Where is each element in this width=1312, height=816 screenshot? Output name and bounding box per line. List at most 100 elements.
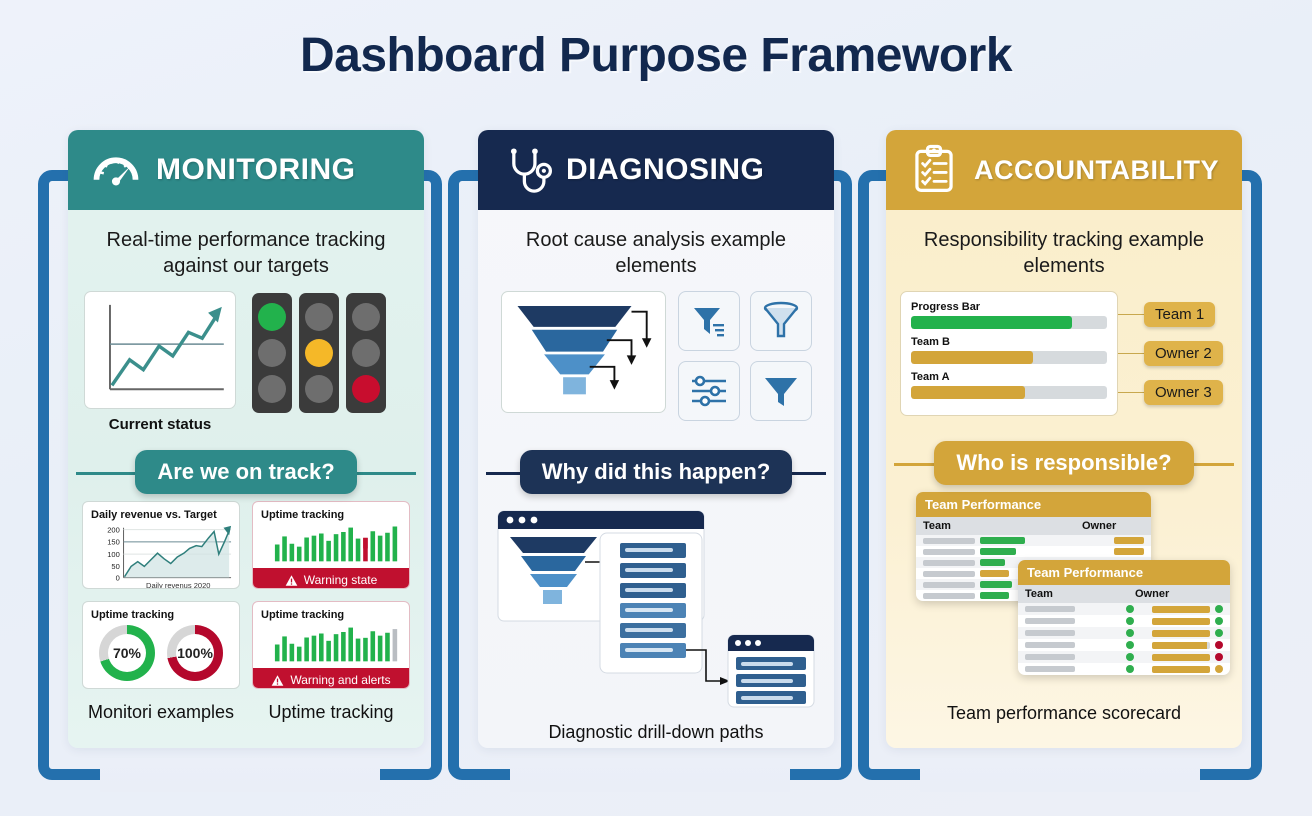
- row-progress: [980, 559, 1005, 567]
- warning-icon: [285, 574, 298, 586]
- progress-track[interactable]: [911, 386, 1107, 400]
- scorecards-stack: Team Performance Team Owner: [900, 492, 1230, 697]
- lamp-red-off: [305, 375, 333, 404]
- table-row: [1018, 639, 1230, 651]
- row-owner-fill: [1152, 665, 1210, 673]
- header-label-monitoring: MONITORING: [156, 153, 356, 186]
- lamp-green: [258, 303, 286, 332]
- daily-revenue-chart: 200 150 100 50 0 Daily revenus 2020: [107, 526, 232, 588]
- leader-line: [1118, 391, 1144, 394]
- row-status-dot: [1126, 629, 1134, 638]
- notch: [100, 758, 380, 792]
- card-uptime-warning: Uptime tracking Warning state: [252, 501, 410, 590]
- stethoscope-icon: [510, 148, 552, 193]
- caption-team-scorecard: Team performance scorecard: [946, 703, 1182, 724]
- warning-alerts-label: Warning and alerts: [290, 673, 391, 688]
- lamp-amber-off: [258, 339, 286, 368]
- accountability-top-row: Progress Bar Team B Team A Team 1 Owner …: [886, 279, 1242, 417]
- row-owner-bar: [1114, 537, 1144, 545]
- divider-accountability: Who is responsible?: [886, 434, 1242, 492]
- row-owner-fill: [1152, 617, 1210, 625]
- filter-icon-grid: [677, 291, 812, 422]
- table-row: [916, 546, 1151, 557]
- progress-label: Team B: [911, 336, 950, 349]
- traffic-light: [299, 293, 339, 414]
- progress-track[interactable]: [911, 351, 1107, 365]
- table-row: [1018, 651, 1230, 664]
- row-label-placeholder: [1025, 642, 1075, 649]
- icon-tile-funnel-filter[interactable]: [677, 291, 740, 352]
- row-owner-fill: [1152, 629, 1210, 637]
- funnel-filter-icon: [693, 308, 724, 337]
- row-label-placeholder: [923, 548, 975, 555]
- header-diagnosing: DIAGNOSING: [478, 130, 834, 210]
- icon-tile-sliders[interactable]: [677, 361, 740, 422]
- row-status-dot: [1126, 653, 1134, 662]
- col-owner: Owner: [1135, 588, 1170, 601]
- row-progress: [980, 548, 1016, 556]
- scorecard-title: Team Performance: [1018, 560, 1230, 586]
- header-label-accountability: ACCOUNTABILITY: [974, 154, 1219, 185]
- row-owner-fill: [1152, 653, 1210, 661]
- badge-team-1[interactable]: Team 1: [1144, 302, 1216, 328]
- clipboard-check-icon: [915, 144, 953, 192]
- donut-value: 70%: [112, 645, 142, 662]
- notch: [920, 758, 1200, 792]
- caption-current-status: Current status: [108, 416, 212, 434]
- lamp-amber-off: [352, 339, 380, 368]
- badge-owner-2[interactable]: Owner 2: [1144, 341, 1223, 367]
- drilldown-diagram: [492, 505, 820, 720]
- row-owner-bar: [1114, 548, 1144, 556]
- icon-tile-funnel-solid[interactable]: [749, 361, 812, 422]
- table-row: [916, 568, 1151, 579]
- progress-label: Progress Bar: [911, 301, 981, 314]
- row-owner-track: [1152, 641, 1210, 649]
- funnel-diagram-card: [500, 291, 666, 414]
- row-label-placeholder: [1025, 606, 1075, 613]
- progress-track[interactable]: [911, 316, 1107, 330]
- row-label-placeholder: [1025, 630, 1075, 637]
- warning-state-banner: Warning state: [253, 568, 409, 589]
- funnel-diagram: [517, 306, 651, 395]
- row-label-placeholder: [923, 537, 975, 544]
- row-owner-fill: [1152, 605, 1210, 613]
- warning-alerts-banner: Warning and alerts: [253, 668, 409, 689]
- row-progress: [980, 537, 1025, 545]
- card-uptime-donuts: Uptime tracking 70% 100%: [82, 601, 240, 690]
- card-title: Uptime tracking: [261, 609, 345, 622]
- col-team: Team: [923, 520, 951, 533]
- svg-text:50: 50: [111, 562, 119, 571]
- caption-diagnostic-paths: Diagnostic drill-down paths: [548, 722, 764, 743]
- row-status-dot: [1126, 641, 1134, 650]
- gauge-icon: [93, 157, 139, 186]
- icon-tile-funnel-cone[interactable]: [749, 291, 812, 352]
- table-row: [1018, 615, 1230, 627]
- lamp-green-off: [305, 303, 333, 332]
- subtitle-diagnosing: Root cause analysis example elements: [525, 229, 787, 277]
- row-status-dot: [1126, 605, 1134, 614]
- row-owner-dot: [1215, 665, 1223, 674]
- current-status-chart: [84, 291, 236, 410]
- row-owner-track: [1152, 605, 1210, 613]
- row-progress: [980, 570, 1009, 578]
- row-label-placeholder: [923, 581, 975, 588]
- monitoring-examples-grid: Daily revenue vs. Target 200 150 100 50 …: [68, 501, 424, 690]
- badge-row: Owner 2: [1118, 341, 1223, 367]
- progress-fill: [911, 386, 1025, 400]
- row-progress: [980, 581, 1013, 589]
- row-owner-dot: [1215, 629, 1223, 638]
- table-row: [1018, 627, 1230, 640]
- scorecard-header-row: Team Owner: [916, 517, 1151, 536]
- sliders-icon: [691, 375, 726, 407]
- drilldown-svg: [497, 510, 815, 708]
- row-owner-dot: [1215, 653, 1223, 662]
- scorecard-header-row: Team Owner: [1018, 585, 1230, 604]
- column-monitoring: MONITORING Real-time performance trackin…: [68, 130, 424, 748]
- svg-text:100: 100: [107, 550, 120, 559]
- column-accountability: ACCOUNTABILITY Responsibility tracking e…: [886, 130, 1242, 748]
- card-title: Uptime tracking: [261, 509, 345, 522]
- badge-owner-3[interactable]: Owner 3: [1144, 380, 1223, 406]
- funnel-cone-icon: [763, 301, 798, 338]
- notch: [510, 758, 790, 792]
